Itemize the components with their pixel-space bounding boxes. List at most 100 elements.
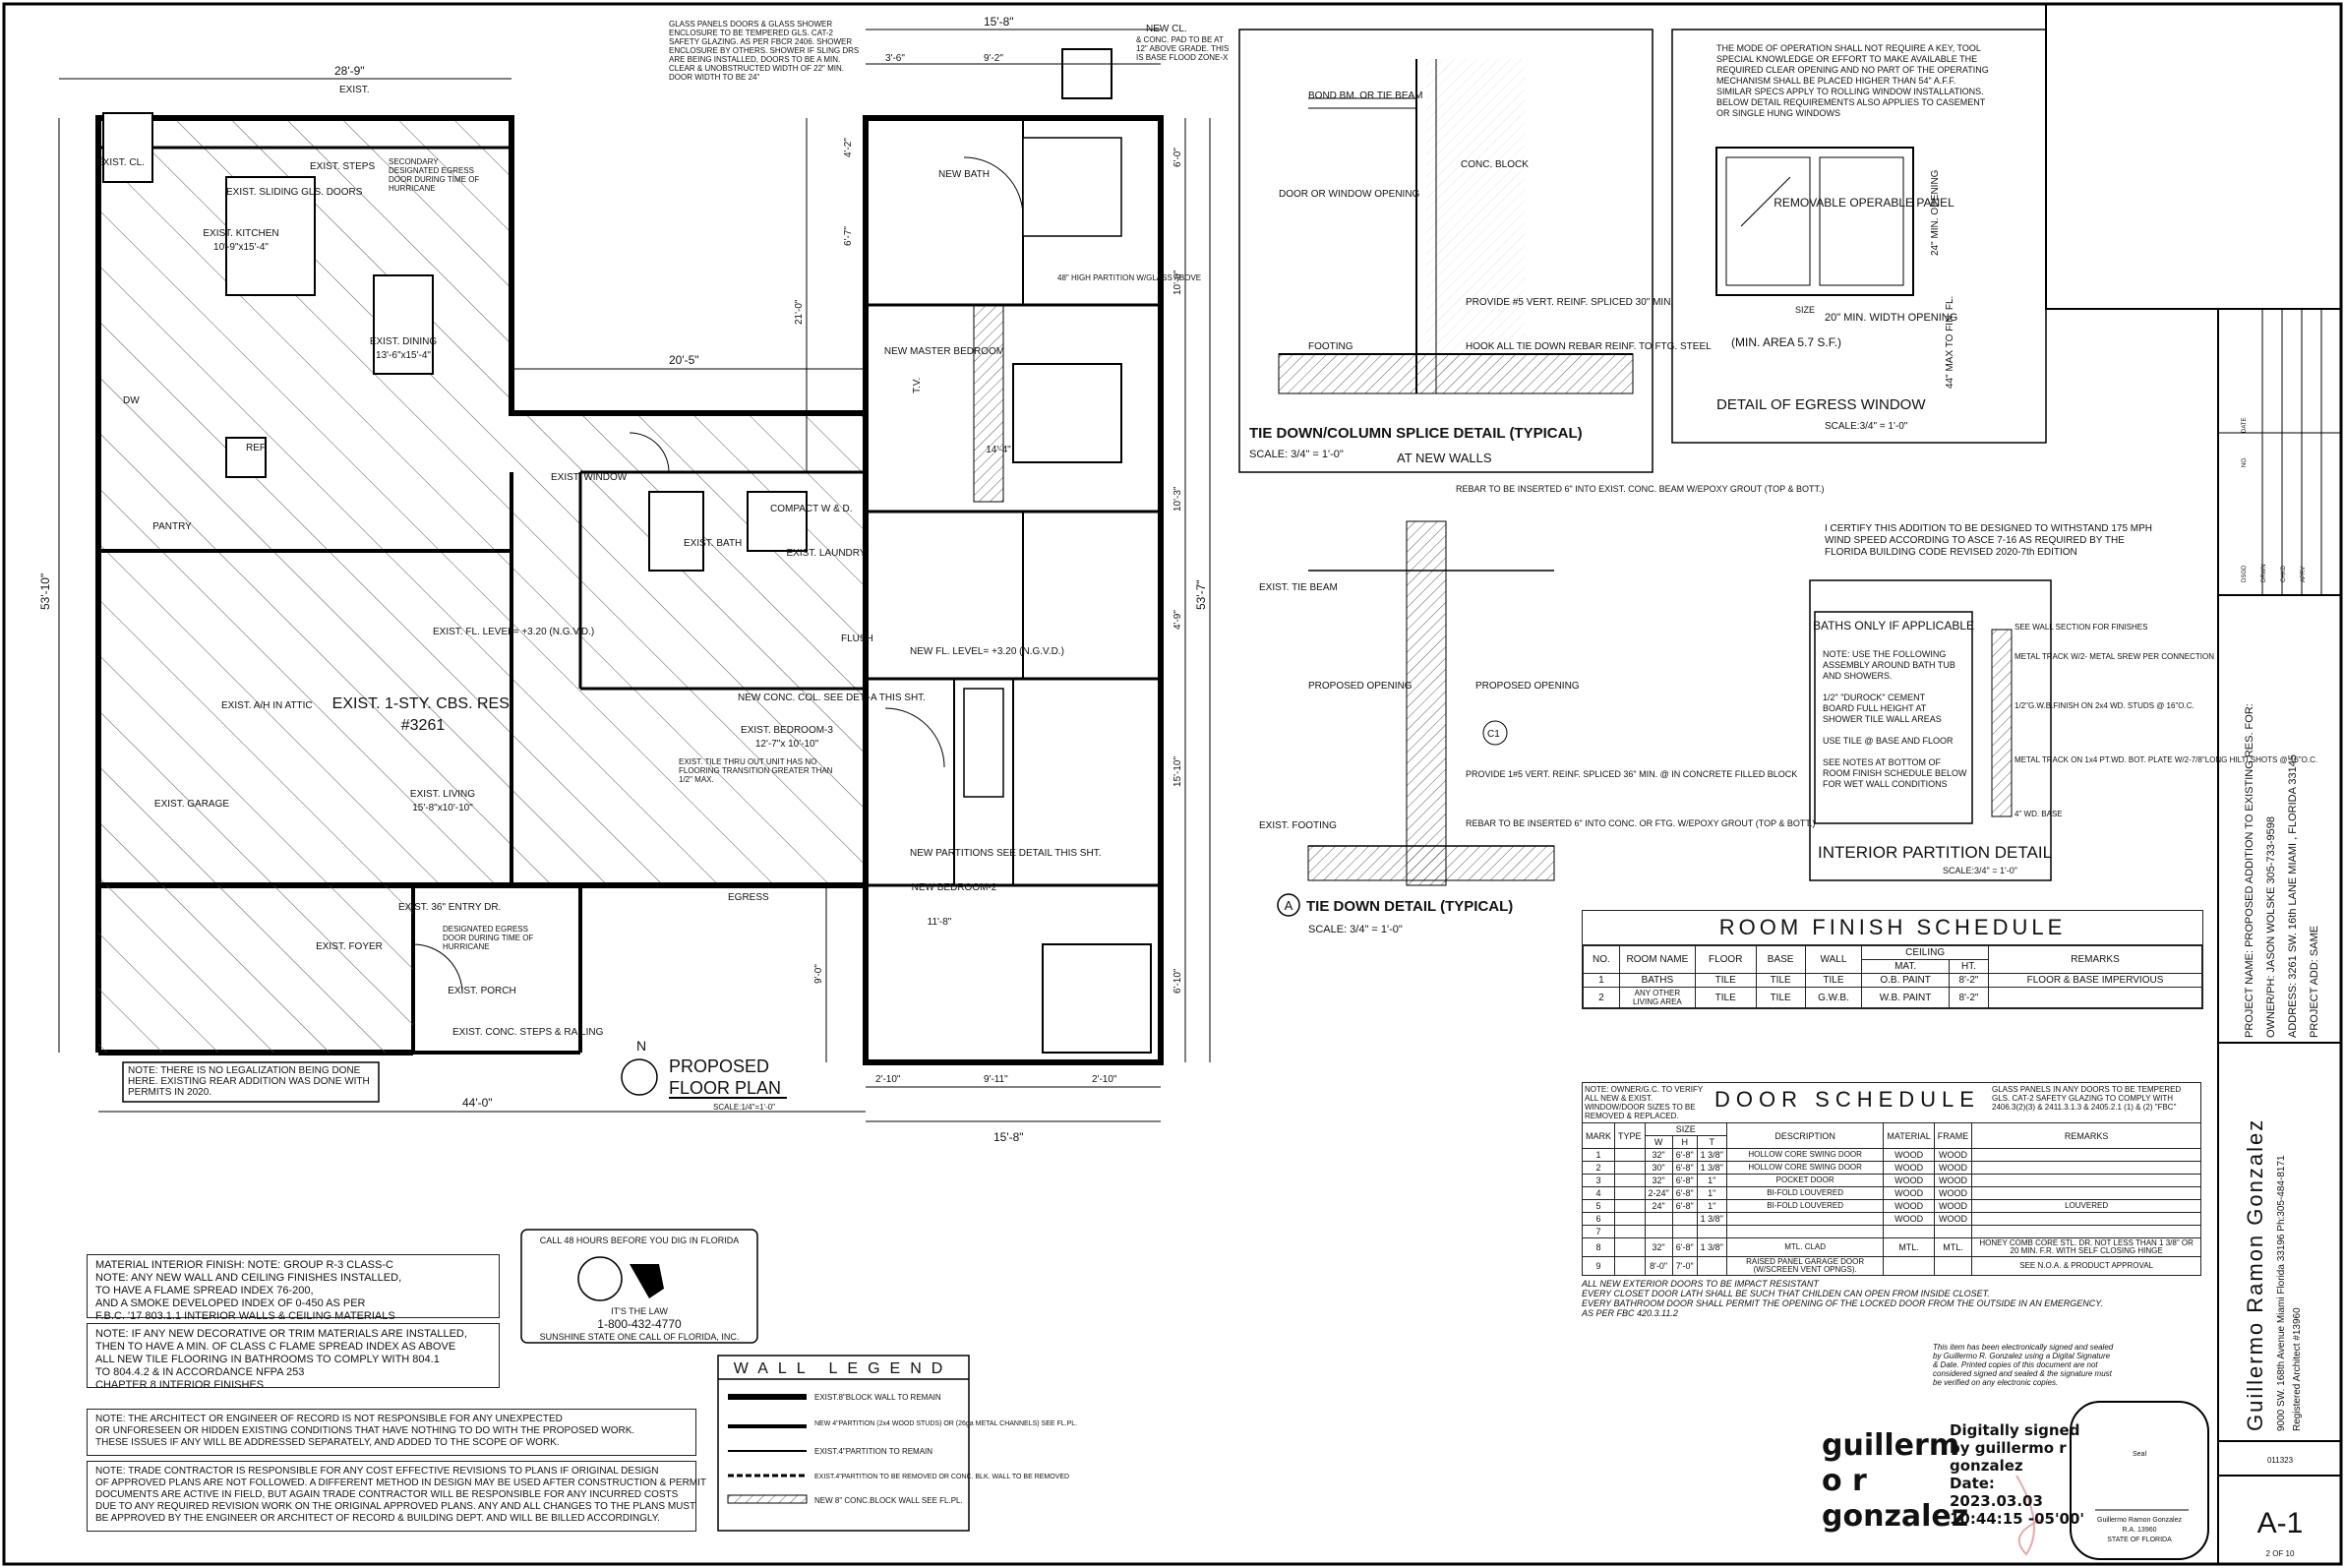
- role-aprv: APRV: [2301, 567, 2307, 582]
- mf-line-3: AND A SMOKE DEVELOPED INDEX OF 0-450 AS …: [95, 1297, 366, 1309]
- door-cell: WOOD: [1883, 1186, 1935, 1200]
- baths-note-8: USE TILE @ BASE AND FLOOR: [1823, 736, 1954, 746]
- sliding-doors-label: EXIST. SLIDING GLS. DOORS: [226, 187, 363, 198]
- esig-1: by Guillermo R. Gonzalez using a Digital…: [1933, 1352, 2111, 1360]
- rf-h-no: NO.: [1583, 945, 1620, 974]
- door-cell: [1671, 1212, 1698, 1226]
- egress-size: SIZE: [1795, 305, 1815, 315]
- td-c1: C1: [1487, 729, 1500, 740]
- room-pantry: PANTRY: [152, 521, 192, 532]
- tdc-title: TIE DOWN/COLUMN SPLICE DETAIL (TYPICAL): [1249, 425, 1583, 442]
- signer-name-0: guillerm: [1822, 1428, 1960, 1463]
- room-master-size: 14'-4": [986, 445, 1011, 455]
- ds-h-size: SIZE: [1644, 1122, 1727, 1136]
- rf-cell: 8'-2": [1948, 973, 1990, 988]
- door-cell: WOOD: [1883, 1174, 1935, 1187]
- room-finish-table: NO. ROOM NAME FLOOR BASE WALL CEILING RE…: [1583, 945, 2202, 1008]
- sunshine-logo-icon: [577, 1256, 623, 1301]
- door-schedule-title: DOOR SCHEDULE: [1714, 1087, 1980, 1112]
- ds-h-w: W: [1644, 1135, 1673, 1149]
- room-living-size: 15'-8"x10'-10": [412, 803, 473, 814]
- an-line-1: OR UNFORESEEN OR HIDDEN EXISTING CONDITI…: [95, 1425, 635, 1436]
- door-cell: 1: [1581, 1148, 1616, 1162]
- exist-floor-level: EXIST. FL. LEVEL= +3.20 (N.G.V.D.): [433, 627, 594, 637]
- door-cell: [1644, 1225, 1673, 1238]
- partition-callout-4: 4" WD. BASE: [2014, 810, 2063, 818]
- trade-contractor-note: NOTE: TRADE CONTRACTOR IS RESPONSIBLE FO…: [87, 1461, 706, 1532]
- td-rebar-bottom: REBAR TO BE INSERTED 6" INTO CONC. OR FT…: [1466, 818, 1815, 828]
- tdc-door-opening: DOOR OR WINDOW OPENING: [1279, 189, 1420, 200]
- door-cell: [1614, 1212, 1646, 1226]
- tdc-provide-reinf: PROVIDE #5 VERT. REINF. SPLICED 30" MIN.: [1466, 297, 1673, 308]
- signed-0: Digitally signed: [1950, 1421, 2080, 1439]
- door-cell: MTL.: [1883, 1237, 1935, 1257]
- exist-steps-label: EXIST. STEPS: [310, 161, 375, 172]
- dim-top-left: 28'-9": [334, 64, 365, 78]
- tdc-conc-block: CONC. BLOCK: [1461, 159, 1529, 170]
- signature-stroke-icon: [2015, 1475, 2042, 1556]
- signed-1: by guillermo r: [1950, 1439, 2067, 1457]
- designated-egress-note: DESIGNATED EGRESS DOOR DURING TIME OF HU…: [443, 925, 534, 951]
- door-cell: HONEY COMB CORE STL. DR. NOT LESS THAN 1…: [1971, 1237, 2201, 1257]
- baths-title: BATHS ONLY IF APPLICABLE: [1813, 619, 1974, 633]
- tdc-at-new-walls: AT NEW WALLS: [1397, 451, 1492, 465]
- north-label: N: [636, 1038, 646, 1054]
- baths-note-5: BOARD FULL HEIGHT AT: [1823, 703, 1927, 713]
- interior-partition-detail: BATHS ONLY IF APPLICABLE NOTE: USE THE F…: [1809, 579, 2317, 881]
- door-cell: HOLLOW CORE SWING DOOR: [1725, 1161, 1885, 1175]
- door-footer-1: EVERY CLOSET DOOR LATH SHALL BE SUCH THA…: [1582, 1289, 1990, 1298]
- door-cell: [1696, 1225, 1727, 1238]
- secondary-egress-note: SECONDARY DESIGNATED EGRESS DOOR DURING …: [389, 157, 480, 193]
- compact-wd-label: COMPACT W & D.: [770, 504, 853, 514]
- tn-line-2: DOCUMENTS ARE ACTIVE IN FIELD, BUT AGAIN…: [95, 1489, 679, 1500]
- door-cell: 24": [1644, 1199, 1673, 1213]
- new-cl-box: [1061, 48, 1112, 99]
- dim-top-right: 15'-8": [984, 15, 1014, 29]
- plan-title-line1: PROPOSED: [669, 1056, 769, 1076]
- dim-10-0: 10'-0": [1172, 270, 1183, 295]
- room-bedroom-3-size: 12'-7"x 10'-10": [755, 739, 819, 750]
- esig-2: & Date. Printed copies of this document …: [1933, 1360, 2098, 1369]
- dim-9-11: 9'-11": [984, 1074, 1008, 1085]
- signed-5: 10:44:15 -05'00': [1950, 1510, 2084, 1528]
- egress-scale: SCALE:3/4" = 1'-0": [1825, 421, 1908, 432]
- partition-callout-0: SEE WALL SECTION FOR FINISHES: [2014, 623, 2147, 632]
- room-bedroom-2-size: 11'-8": [928, 917, 952, 928]
- door-cell: 6'-8": [1671, 1148, 1698, 1162]
- room-laundry: EXIST. LAUNDRY: [787, 548, 867, 559]
- dim-6-7: 6'-7": [843, 226, 854, 246]
- room-foyer: EXIST. FOYER: [316, 941, 383, 952]
- door-cell: WOOD: [1933, 1212, 1973, 1226]
- rf-h-ceiling: CEILING: [1861, 945, 1990, 960]
- mf2-line-4: CHAPTER 8 INTERIOR FINISHES: [95, 1379, 265, 1391]
- td-provide-reinf: PROVIDE 1#5 VERT. REINF. SPLICED 36" MIN…: [1466, 769, 1797, 779]
- baths-note-0: NOTE: USE THE FOLLOWING: [1823, 649, 1946, 659]
- master-bed: [1012, 363, 1122, 463]
- door-cell: 7'-0": [1671, 1256, 1698, 1276]
- door-cell: 32": [1644, 1174, 1673, 1187]
- rf-cell: [1988, 987, 2202, 1008]
- room-finish-title: ROOM FINISH SCHEDULE: [1583, 911, 2202, 945]
- door-footer-2: EVERY BATHROOM DOOR SHALL PERMIT THE OPE…: [1582, 1298, 2103, 1308]
- an-line-2: THESE ISSUES IF ANY WILL BE ADDRESSED SE…: [95, 1437, 560, 1448]
- sunshine-call: CALL 48 HOURS BEFORE YOU DIG IN FLORIDA: [540, 1236, 740, 1245]
- door-glass-note: GLASS PANELS IN ANY DOORS TO BE TEMPERED…: [1992, 1085, 2182, 1112]
- rf-cell: TILE: [1694, 987, 1757, 1008]
- plan-title-line2: FLOOR PLAN: [669, 1078, 781, 1098]
- dim-9-0: 9'-0": [813, 964, 824, 984]
- dim-6-0: 6'-0": [1172, 148, 1183, 167]
- door-cell: WOOD: [1933, 1148, 1973, 1162]
- egress-min-opening: 24" MIN. OPENING: [1930, 169, 1941, 256]
- egress-max-fin: 44" MAX TO FIN. FL.: [1945, 296, 1955, 389]
- tile-thru-note: EXIST. TILE THRU OUT UNIT HAS NO FLOORIN…: [679, 757, 833, 784]
- rev-header-no: NO.: [2242, 456, 2248, 467]
- door-cell: [1614, 1186, 1646, 1200]
- door-cell: [1614, 1161, 1646, 1175]
- room-garage: EXIST. GARAGE: [154, 799, 229, 810]
- door-cell: [1971, 1225, 2201, 1238]
- table-row: 1 BATHS TILE TILE TILE O.B. PAINT 8'-2" …: [1583, 973, 2202, 988]
- partition-scale: SCALE:3/4" = 1'-0": [1943, 866, 2017, 875]
